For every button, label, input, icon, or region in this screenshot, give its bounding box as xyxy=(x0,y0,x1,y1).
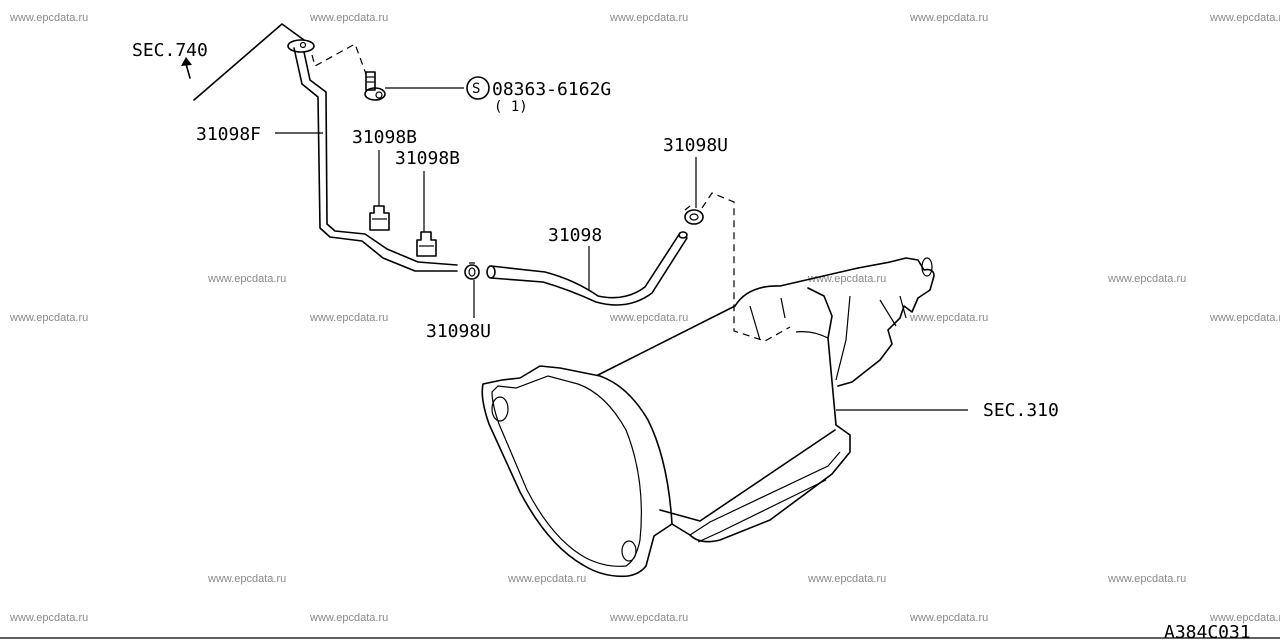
hose xyxy=(486,231,688,306)
watermark: www.epcdata.ru xyxy=(1209,612,1280,624)
bolt-dashed-leader xyxy=(311,43,367,75)
watermark: www.epcdata.ru xyxy=(1209,312,1280,324)
watermark: www.epcdata.ru xyxy=(207,573,286,585)
sec740-leader xyxy=(193,23,305,101)
hose-label: 31098 xyxy=(548,225,602,246)
watermark: www.epcdata.ru xyxy=(807,273,886,285)
watermark: www.epcdata.ru xyxy=(1107,573,1186,585)
bolt-s-mark: S xyxy=(472,81,480,97)
clip-a-label: 31098B xyxy=(352,127,417,148)
watermark: www.epcdata.ru xyxy=(1209,12,1280,24)
watermark: www.epcdata.ru xyxy=(9,312,88,324)
tube-label: 31098F xyxy=(196,124,261,145)
clamp-lower-label: 31098U xyxy=(426,321,491,342)
watermark: www.epcdata.ru xyxy=(207,273,286,285)
clamp-upper xyxy=(684,205,704,225)
watermark-layer: www.epcdata.ru www.epcdata.ru www.epcdat… xyxy=(9,12,1280,624)
watermark: www.epcdata.ru xyxy=(909,312,988,324)
watermark: www.epcdata.ru xyxy=(507,573,586,585)
bolt-quantity: ( 1) xyxy=(494,99,528,115)
watermark: www.epcdata.ru xyxy=(909,612,988,624)
arrow-up-icon xyxy=(181,57,192,79)
bolt-part-number: 08363-6162G xyxy=(492,79,611,100)
watermark: www.epcdata.ru xyxy=(309,312,388,324)
circled-s-icon: S xyxy=(466,76,490,100)
watermark: www.epcdata.ru xyxy=(1107,273,1186,285)
watermark: www.epcdata.ru xyxy=(309,12,388,24)
clip-b-label: 31098B xyxy=(395,148,460,169)
sec310-label: SEC.310 xyxy=(983,400,1059,421)
watermark: www.epcdata.ru xyxy=(309,612,388,624)
watermark: www.epcdata.ru xyxy=(9,12,88,24)
watermark: www.epcdata.ru xyxy=(9,612,88,624)
transmission xyxy=(481,257,935,578)
clip-a xyxy=(369,205,390,231)
clamp-dashed-leader xyxy=(701,192,791,342)
bolt xyxy=(364,71,386,101)
clamp-upper-label: 31098U xyxy=(663,135,728,156)
diagram-code: A384C031 xyxy=(1164,622,1251,640)
sec740-label: SEC.740 xyxy=(132,40,208,61)
watermark: www.epcdata.ru xyxy=(609,312,688,324)
watermark: www.epcdata.ru xyxy=(807,573,886,585)
watermark: www.epcdata.ru xyxy=(609,612,688,624)
clamp-lower xyxy=(464,262,480,280)
watermark: www.epcdata.ru xyxy=(609,12,688,24)
clip-b xyxy=(416,231,437,257)
breather-tube xyxy=(287,39,458,272)
watermark: www.epcdata.ru xyxy=(909,12,988,24)
